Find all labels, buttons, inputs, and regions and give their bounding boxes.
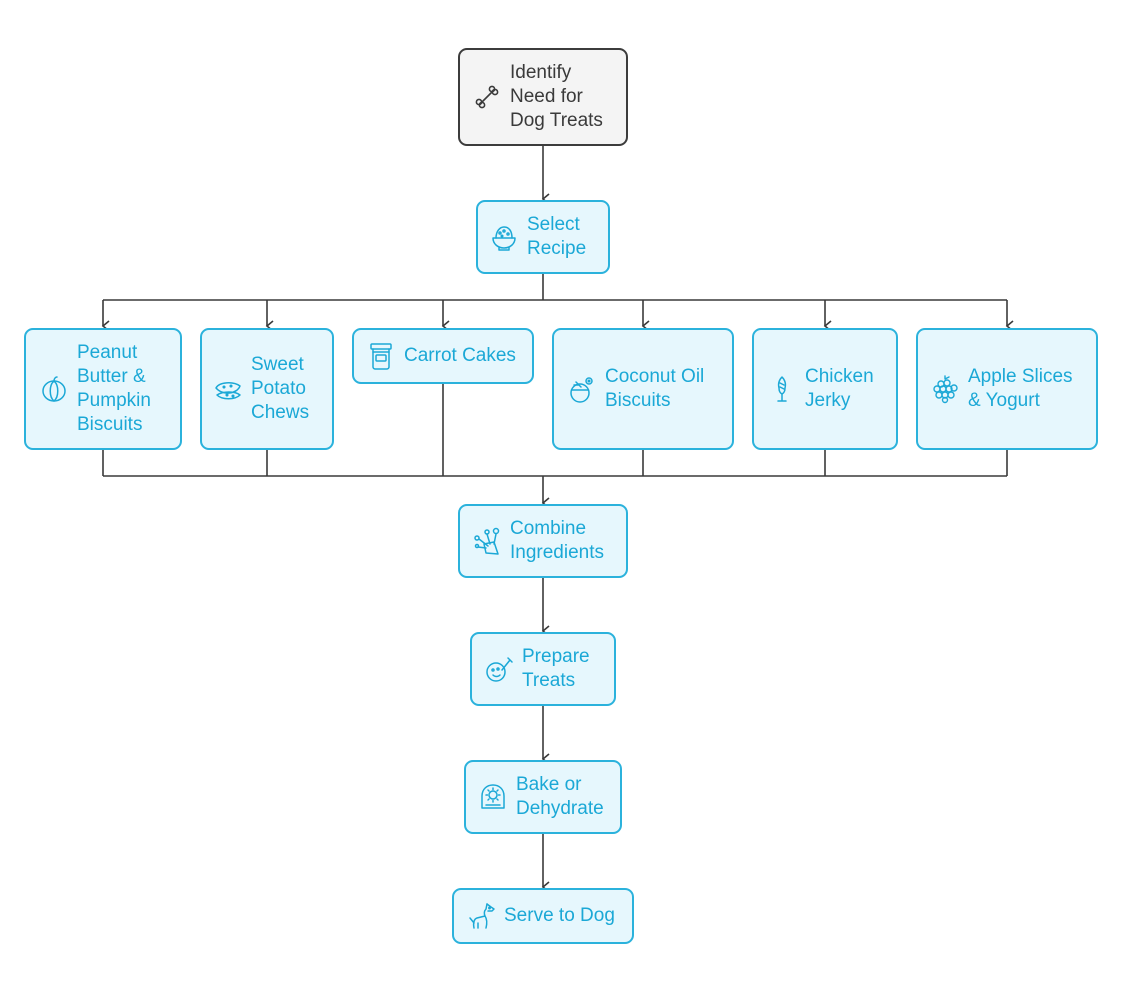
node-label: Sweet Potato Chews	[251, 354, 310, 423]
jerky-icon	[767, 374, 797, 404]
berry-icon	[930, 374, 960, 404]
node-label: Bake or Dehydrate	[516, 774, 604, 819]
node-label: Carrot Cakes	[404, 345, 516, 366]
node-select-recipe: Select Recipe	[476, 200, 610, 274]
merge-lines	[102, 384, 1008, 477]
dog-icon	[466, 901, 496, 931]
spices-icon	[472, 526, 502, 556]
bone-icon	[472, 82, 502, 112]
node-recipe-apple-slices: Apple Slices & Yogurt	[916, 328, 1098, 450]
node-recipe-carrot-cakes: Carrot Cakes	[352, 328, 534, 384]
node-bake-dehydrate: Bake or Dehydrate	[464, 760, 622, 834]
node-label: Serve to Dog	[504, 905, 615, 926]
mixing-icon	[484, 654, 514, 684]
node-recipe-chicken-jerky: Chicken Jerky	[752, 328, 898, 450]
coconut-icon	[567, 374, 597, 404]
bowl-icon	[489, 222, 519, 252]
node-serve-to-dog: Serve to Dog	[452, 888, 634, 944]
node-recipe-sweet-potato: Sweet Potato Chews	[200, 328, 334, 450]
jar-icon	[366, 341, 396, 371]
node-identify-need: Identify Need for Dog Treats	[458, 48, 628, 146]
node-label: Peanut Butter & Pumpkin Biscuits	[77, 342, 151, 435]
node-label: Combine Ingredients	[510, 518, 605, 563]
node-combine-ingredients: Combine Ingredients	[458, 504, 628, 578]
node-label: Select Recipe	[527, 214, 587, 259]
branch-from-select	[103, 273, 1007, 301]
node-label: Apple Slices & Yogurt	[968, 366, 1073, 411]
node-prepare-treats: Prepare Treats	[470, 632, 616, 706]
node-label: Identify Need for Dog Treats	[510, 62, 603, 131]
pumpkin-icon	[39, 374, 69, 404]
node-recipe-peanut-butter: Peanut Butter & Pumpkin Biscuits	[24, 328, 182, 450]
oven-icon	[478, 782, 508, 812]
node-label: Chicken Jerky	[805, 366, 874, 411]
node-label: Prepare Treats	[522, 646, 590, 691]
node-label: Coconut Oil Biscuits	[605, 366, 705, 411]
node-recipe-coconut-oil: Coconut Oil Biscuits	[552, 328, 734, 450]
sweet-potato-icon	[213, 374, 243, 404]
